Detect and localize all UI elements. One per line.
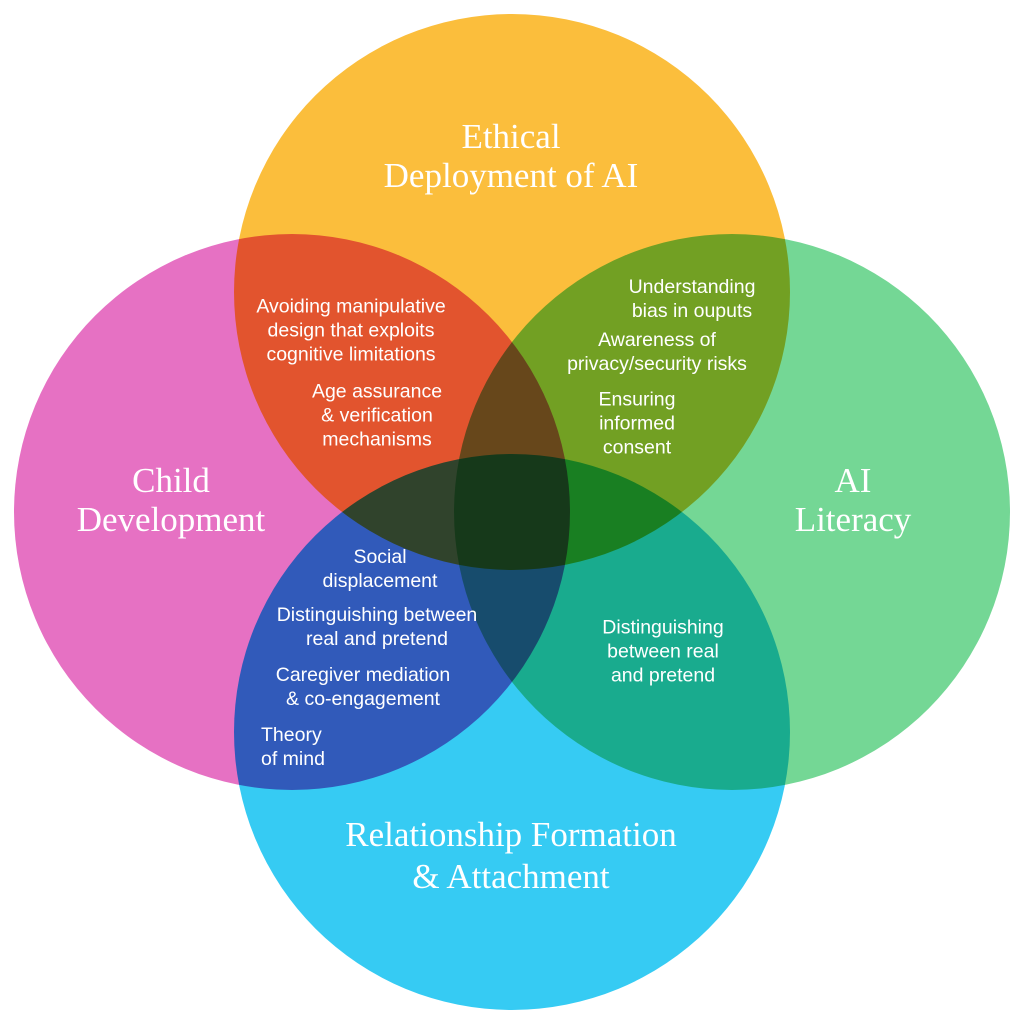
- circle-relationship-attachment: [234, 454, 790, 1010]
